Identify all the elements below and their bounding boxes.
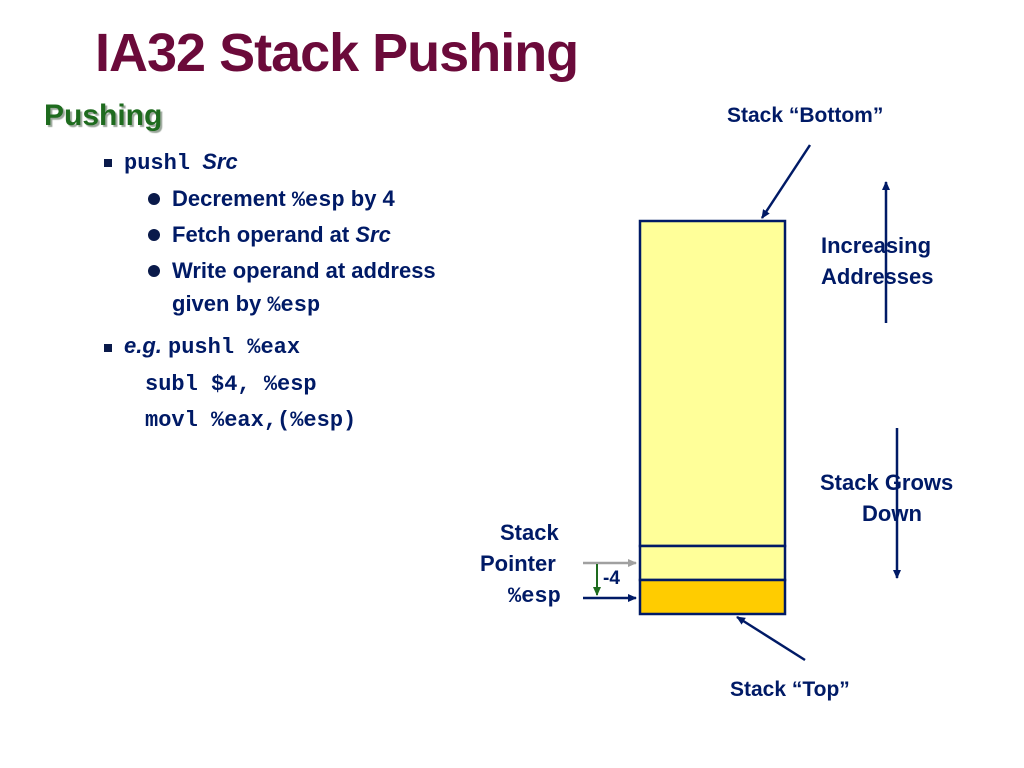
fetch-text: Fetch operand at (172, 222, 356, 247)
pushl-eax-code: pushl %eax (168, 335, 301, 360)
code-line-subl: subl $4, %esp (145, 372, 317, 397)
bullet-dot-2 (148, 229, 160, 241)
increasing-label-1: Increasing (821, 233, 932, 258)
grows-down-label-2: Down (862, 501, 922, 526)
stack-new-top-cell (638, 578, 787, 616)
eg-prefix: e.g. (124, 333, 162, 358)
bullet-dot-1 (148, 193, 160, 205)
stack-top-label: Stack “Top” (730, 678, 850, 701)
sub-bullet-decrement: Decrement %esp by 4 (172, 186, 395, 213)
esp-code-2: %esp (267, 293, 321, 318)
src-italic: Src (355, 222, 391, 247)
bullet-dot-3 (148, 265, 160, 277)
bullet-square-2 (104, 344, 112, 352)
bullet-example: e.g. pushl %eax (124, 333, 300, 360)
offset-label: -4 (603, 568, 620, 589)
stack-top-arrow (736, 615, 806, 662)
decrement-text: Decrement (172, 186, 292, 211)
given-by-text: given by (172, 291, 268, 316)
esp-code: %esp (291, 188, 345, 213)
bullet-square-1 (104, 159, 112, 167)
sub-bullet-write-line1: Write operand at address (172, 258, 436, 283)
stack-old-top-cell (638, 544, 787, 582)
bullet-pushl: pushl Src (124, 149, 238, 176)
stack-bottom-arrow (760, 144, 812, 219)
stack-pointer-label-2: Pointer (480, 551, 556, 576)
src-operand: Src (202, 149, 238, 174)
section-heading: Pushing (44, 99, 163, 132)
pushl-instruction: pushl (124, 151, 191, 176)
grows-down-label-1: Stack Grows (820, 470, 954, 495)
code-line-movl: movl %eax,(%esp) (145, 408, 357, 433)
increasing-label-2: Addresses (821, 264, 934, 289)
by-4-text: by 4 (344, 186, 395, 211)
sub-bullet-write-line2: given by %esp (172, 291, 320, 318)
slide-title: IA32 Stack Pushing (95, 23, 579, 83)
esp-register-label: %esp (508, 584, 561, 609)
stack-bottom-label: Stack “Bottom” (727, 104, 884, 127)
sub-bullet-fetch: Fetch operand at Src (172, 222, 391, 248)
stack-body (638, 219, 787, 548)
stack-pointer-label-1: Stack (500, 520, 559, 545)
